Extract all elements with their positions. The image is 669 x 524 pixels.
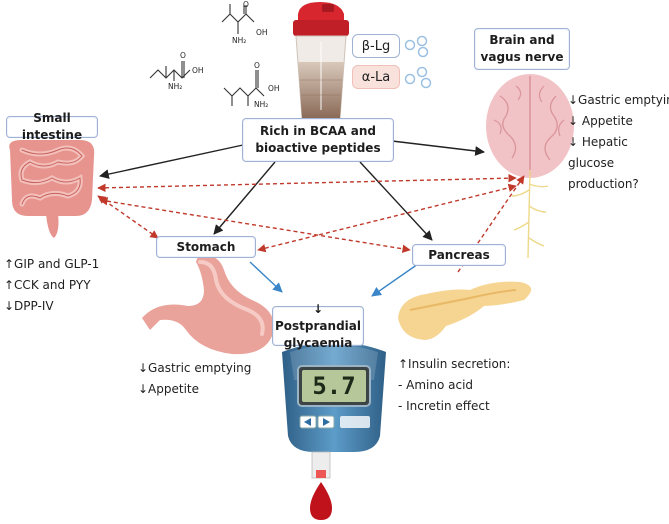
brain-title: Brain and vagus nerve [480, 33, 564, 64]
molecule-label-o-2: O [180, 51, 186, 60]
effect-item: ↓Appetite [138, 382, 200, 396]
pancreas-effects: ↑Insulin secretion: - Amino acid - Incre… [398, 354, 510, 417]
blood-drop-icon [310, 482, 332, 520]
effect-item: - Amino acid [398, 378, 474, 392]
blue-arrows [249, 261, 419, 297]
pancreas-icon [398, 281, 532, 340]
molecule-label-oh-1: OH [256, 28, 268, 37]
brain-effects: ↓Gastric emptying ↓ Appetite ↓ Hepatic g… [568, 90, 669, 195]
effect-item: ↓ Appetite [568, 114, 633, 128]
stomach-icon [142, 255, 275, 355]
glucometer-icon [282, 342, 386, 479]
stomach-box: Stomach [156, 236, 256, 258]
small-intestine-effects: ↑GIP and GLP-1 ↑CCK and PYY ↓DPP-IV [4, 254, 99, 317]
effect-item: - Incretin effect [398, 399, 490, 413]
shaker-bottle-icon [293, 2, 349, 119]
rich-bcaa-label: Rich in BCAA and bioactive peptides [255, 124, 381, 155]
stomach-title: Stomach [176, 239, 236, 254]
stomach-effects: ↓Gastric emptying ↓Appetite [138, 358, 251, 400]
dashed-arrows [97, 173, 525, 273]
molecule-label-nh2-1: NH₂ [232, 36, 247, 45]
pancreas-title: Pancreas [428, 247, 490, 262]
postprandial-glycaemia-label: ↓ Postprandial glycaemia [275, 301, 361, 350]
effect-item: ↓Gastric emptying [138, 361, 252, 375]
small-intestine-box: Small intestine [6, 111, 98, 142]
effect-item: ↓ Hepatic glucose production? [568, 135, 639, 191]
effect-item: ↓Gastric emptying [568, 93, 669, 107]
molecule-label-o-3: O [254, 61, 260, 70]
effect-item: ↑GIP and GLP-1 [4, 257, 100, 271]
small-intestine-icon [9, 140, 95, 238]
rich-bcaa-box: Rich in BCAA and bioactive peptides [242, 118, 394, 162]
glucometer-reading: 5.7 [312, 372, 356, 400]
vagus-nerve-icon [511, 169, 549, 259]
brain-icon [486, 74, 574, 178]
molecule-label-nh2-2: NH₂ [168, 82, 183, 91]
effect-item: ↓DPP-IV [4, 299, 54, 313]
postprandial-glycaemia-box: ↓ Postprandial glycaemia [272, 302, 364, 350]
beta-lactoglobulin-pill: β-Lg [352, 34, 400, 58]
alpha-lactalbumin-pill: α-La [352, 65, 400, 89]
effect-item: ↑Insulin secretion: [398, 357, 511, 371]
molecule-label-o-1: O [243, 0, 249, 9]
molecule-label-nh2-3: NH₂ [254, 100, 269, 109]
small-intestine-title: Small intestine [21, 111, 83, 142]
pancreas-box: Pancreas [412, 244, 506, 266]
molecule-label-oh-3: OH [268, 84, 280, 93]
brain-box: Brain and vagus nerve [474, 28, 570, 70]
protein-bubbles-icon [404, 35, 432, 89]
amino-acid-structures-icon [149, 4, 265, 106]
effect-item: ↑CCK and PYY [4, 278, 91, 292]
molecule-label-oh-2: OH [192, 66, 204, 75]
